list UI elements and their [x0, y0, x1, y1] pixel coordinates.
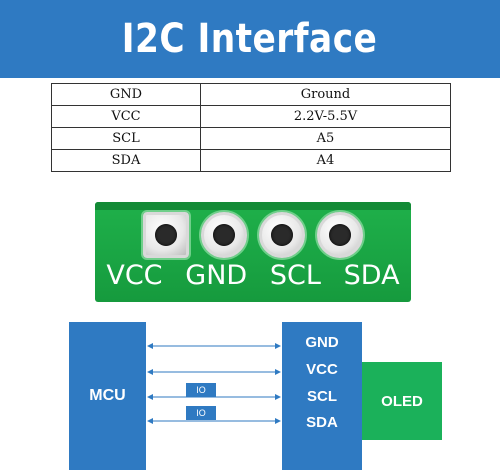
io-label: IO — [196, 408, 206, 418]
silk-label-gnd: GND — [185, 260, 248, 291]
io-label: IO — [196, 385, 206, 395]
io-badge-scl: IO — [186, 383, 216, 397]
mcu-label: MCU — [89, 387, 126, 404]
io-badge-sda: IO — [186, 406, 216, 420]
pin-cell: GND — [51, 83, 201, 106]
oled-label: OLED — [381, 392, 423, 410]
pin-pad-vcc — [143, 212, 189, 258]
banner-title: I2C Interface — [122, 16, 378, 62]
module-block: GND VCC SCL SDA — [282, 322, 362, 470]
silk-label-sda: SDA — [343, 260, 400, 291]
desc-cell: 2.2V-5.5V — [200, 105, 451, 128]
oled-block: OLED — [362, 362, 442, 440]
desc-cell: A4 — [200, 149, 451, 172]
table-row: GND Ground — [51, 83, 451, 106]
pin-pad-gnd — [201, 212, 247, 258]
table-row: SDA A4 — [51, 149, 451, 172]
pin-table: GND Ground VCC 2.2V-5.5V SCL A5 SDA A4 — [51, 83, 451, 172]
module-pin-scl: SCL — [307, 388, 337, 405]
silkscreen-labels: VCC GND SCL SDA — [95, 260, 411, 291]
title-banner: I2C Interface — [0, 0, 500, 78]
silk-label-vcc: VCC — [106, 260, 163, 291]
pcb-edge — [95, 202, 411, 210]
table-row: VCC 2.2V-5.5V — [51, 105, 451, 128]
pcb-header-photo: VCC GND SCL SDA — [95, 202, 411, 302]
pin-pad-sda — [317, 212, 363, 258]
module-pin-vcc: VCC — [306, 361, 338, 378]
mcu-block: MCU — [69, 322, 146, 470]
silk-label-scl: SCL — [269, 260, 321, 291]
pin-cell: SDA — [51, 149, 201, 172]
module-pin-sda: SDA — [306, 414, 338, 431]
pin-pad-scl — [259, 212, 305, 258]
module-pin-gnd: GND — [305, 334, 339, 351]
